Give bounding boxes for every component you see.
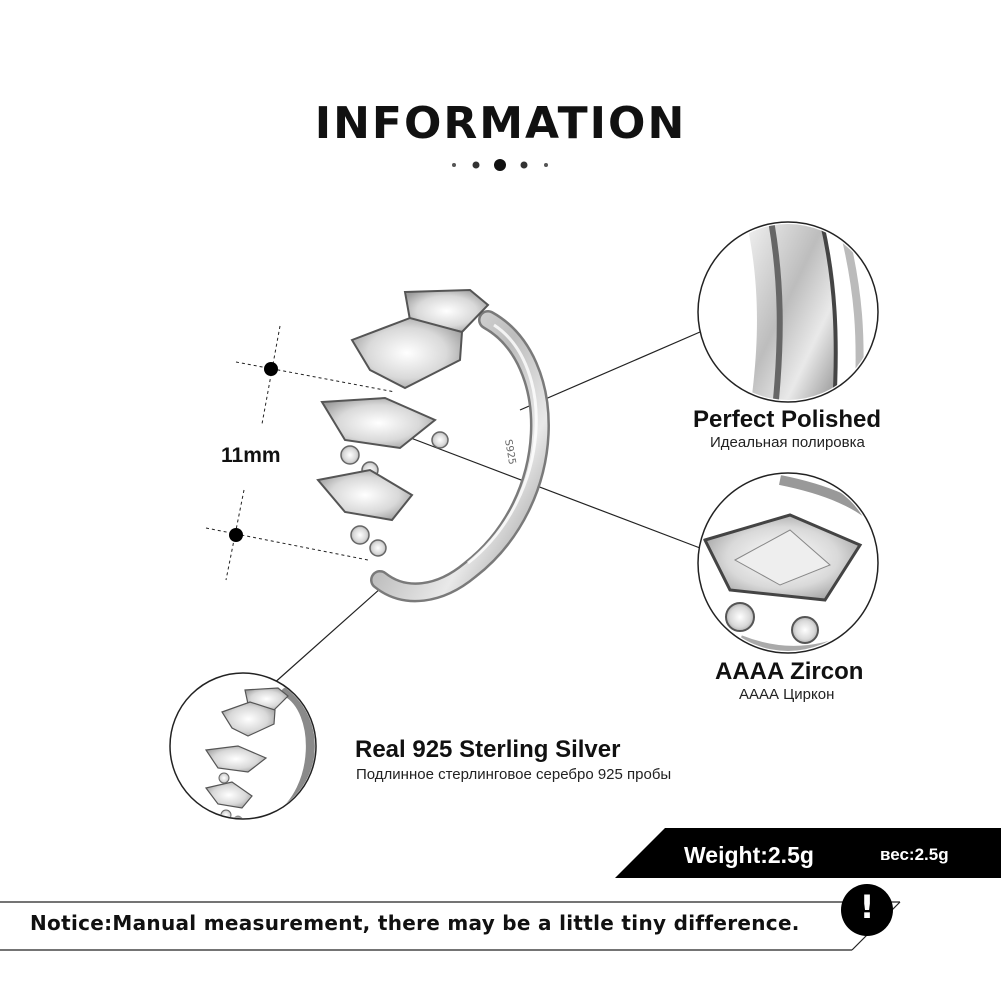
feature-polished-title: Perfect Polished [693,406,882,433]
alert-icon-glyph: ! [859,888,875,926]
detail-circle-zircon [697,472,879,654]
connector-line-polish [519,331,701,411]
notice-text: Notice:Manual measurement, there may be … [30,911,800,935]
detail-circle-silver [169,672,317,820]
dimension-markers [205,325,396,581]
ring-gems [316,288,490,557]
feature-polished-subtitle: Идеальная полировка [710,434,865,451]
feature-zircon-title: AAAA Zircon [715,658,864,685]
dimension-label: 11mm [221,444,281,467]
ring-stamp: S925 [502,439,517,466]
connector-line-silver [271,579,391,686]
page-title: INFORMATION [314,98,687,149]
weight-label-ru: вес:2.5g [880,845,949,864]
feature-silver-title: Real 925 Sterling Silver [355,736,621,763]
title-dots-divider [452,159,548,171]
weight-banner-bg [615,828,1001,878]
feature-silver-subtitle: Подлинное стерлинговое серебро 925 пробы [356,766,672,783]
alert-icon [841,884,893,936]
weight-label: Weight:2.5g [684,842,814,868]
ring-band [370,310,550,603]
connector-line-zircon [394,431,701,549]
detail-circle-polished [697,221,879,403]
feature-zircon-subtitle: АААА Циркон [739,686,835,703]
